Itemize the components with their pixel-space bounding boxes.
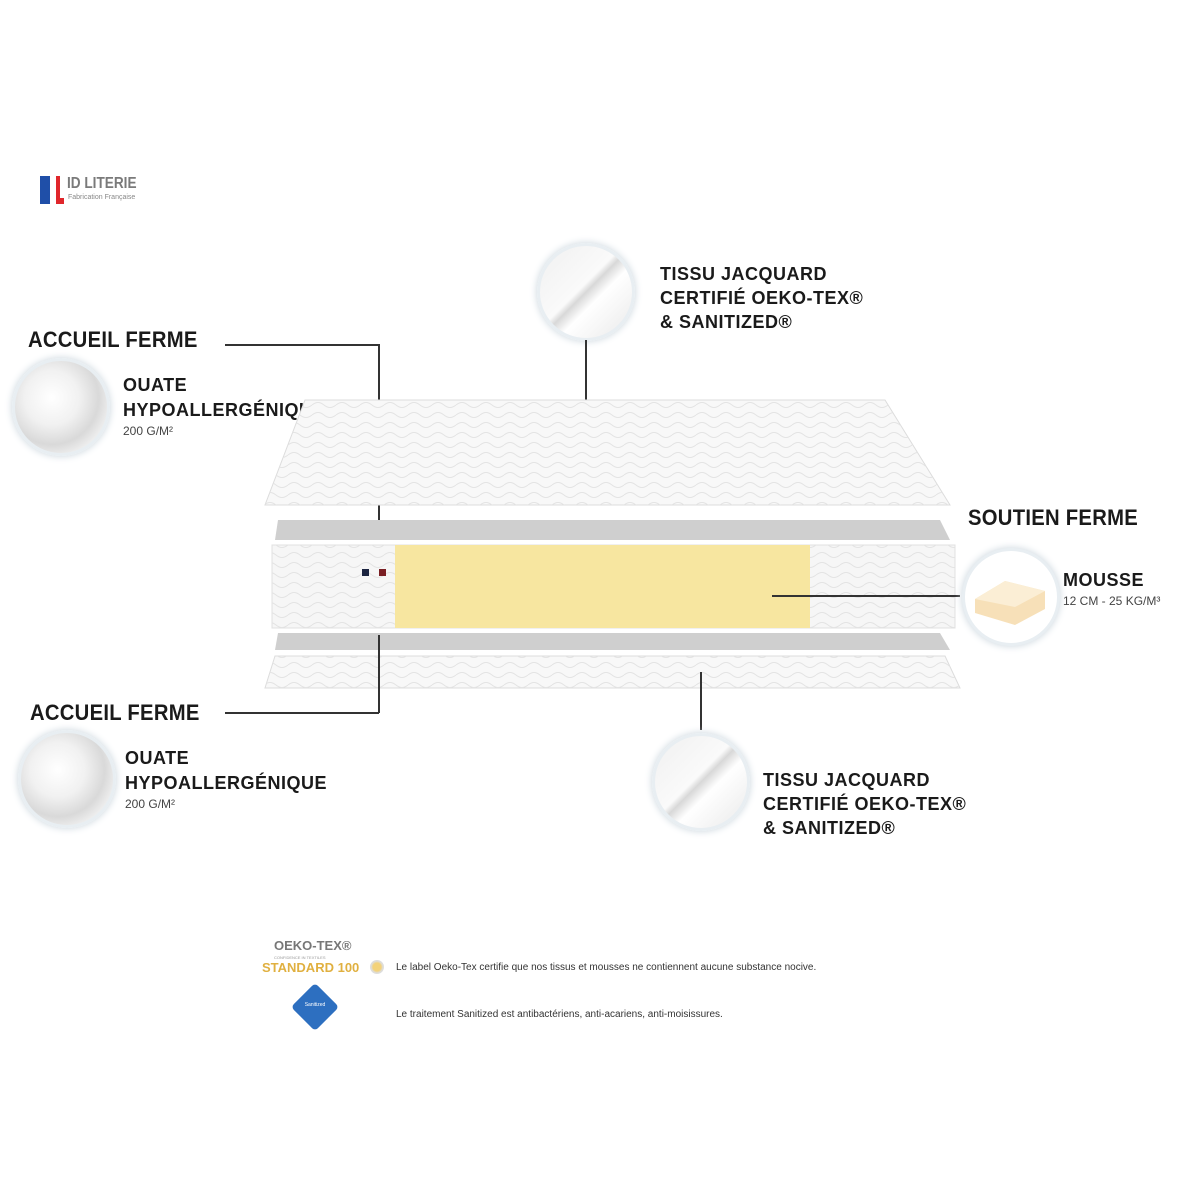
oekotex-standard: STANDARD 100 — [262, 960, 360, 975]
flag-red — [379, 569, 386, 576]
top-comfort-spec: 200 G/M² — [123, 424, 174, 438]
top-comfort-title-1: OUATE — [123, 375, 188, 395]
bottom-comfort-leader-h — [225, 712, 379, 714]
bottom-fabric-line-3: & SANITIZED® — [763, 818, 896, 838]
sun-icon — [370, 960, 384, 974]
top-comfort-title-2: HYPOALLERGÉNIQUE — [123, 400, 326, 420]
oekotex-badge: OEKO-TEX® CONFIDENCE IN TEXTILES STANDAR… — [262, 938, 392, 978]
brand-logo: ID LITERIE Fabrication Française — [40, 175, 170, 207]
top-comfort-heading: ACCUEIL FERME — [28, 327, 198, 352]
top-fabric-label: TISSU JACQUARD CERTIFIÉ OEKO-TEX® & SANI… — [660, 262, 863, 334]
bottom-comfort-leader-v — [378, 635, 380, 713]
logo-mark-icon — [40, 176, 64, 204]
top-fabric-line-3: & SANITIZED® — [660, 312, 793, 332]
top-fabric-image — [537, 243, 635, 341]
bottom-comfort-title-2: HYPOALLERGÉNIQUE — [125, 773, 328, 793]
bottom-comfort-image — [18, 730, 116, 828]
foam-core — [395, 545, 810, 628]
support-title: MOUSSE — [1063, 570, 1145, 590]
sanitized-text: Le traitement Sanitized est antibactérie… — [396, 1009, 723, 1020]
sanitized-logo-inner: Sanitized — [304, 1002, 326, 1008]
foam-block-icon — [975, 581, 1045, 625]
top-comfort-image — [12, 358, 110, 456]
bottom-fabric-line-1: TISSU JACQUARD — [763, 770, 931, 790]
top-fabric-line-2: CERTIFIÉ OEKO-TEX® — [660, 288, 864, 308]
logo-brand: ID LITERIE — [67, 175, 137, 192]
top-fabric-line-1: TISSU JACQUARD — [660, 264, 828, 284]
support-leader-line — [772, 595, 960, 597]
support-spec: 12 CM - 25 KG/M³ — [1063, 594, 1161, 608]
bottom-comfort-title-1: OUATE — [125, 748, 190, 768]
top-comfort-leader-h — [225, 344, 379, 346]
flag-tag — [362, 569, 392, 576]
bottom-fabric-line-2: CERTIFIÉ OEKO-TEX® — [763, 794, 967, 814]
top-fabric-leader-line — [585, 340, 587, 410]
support-foam-image — [962, 548, 1060, 646]
bottom-comfort-spec: 200 G/M² — [125, 797, 176, 811]
bottom-fabric-image — [652, 733, 750, 831]
oekotex-subtitle: CONFIDENCE IN TEXTILES — [274, 955, 326, 960]
bottom-fabric-leader-line — [700, 672, 702, 730]
oekotex-text: Le label Oeko-Tex certifie que nos tissu… — [396, 962, 817, 973]
support-heading: SOUTIEN FERME — [968, 505, 1139, 530]
oekotex-title: OEKO-TEX® — [274, 938, 352, 953]
logo-tagline: Fabrication Française — [68, 194, 136, 201]
flag-blue — [362, 569, 369, 576]
bottom-comfort-heading: ACCUEIL FERME — [30, 700, 200, 725]
bottom-fabric-label: TISSU JACQUARD CERTIFIÉ OEKO-TEX® & SANI… — [763, 768, 966, 840]
